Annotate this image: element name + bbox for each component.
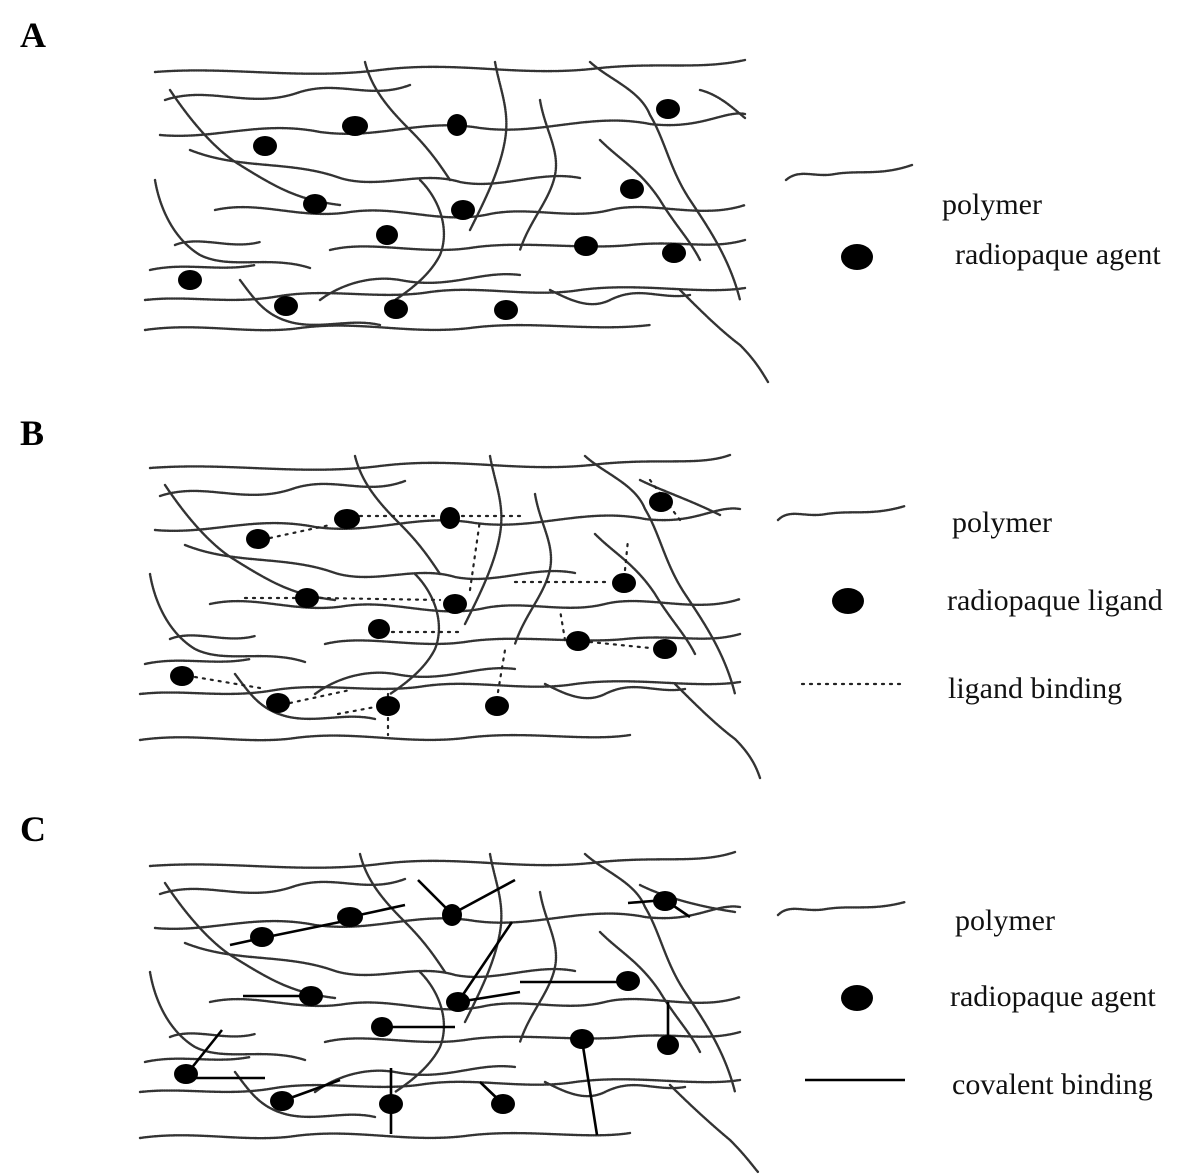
covalent-binding [582,1040,597,1135]
agent-dot [570,1029,594,1049]
legend-c-binding-label: covalent binding [952,1068,1153,1102]
agent-dot [299,986,323,1006]
ligand-dot [368,619,390,639]
agent-dot [371,1017,393,1037]
agent-dot [376,225,398,245]
legend-b-binding-label: ligand binding [948,672,1122,706]
ligand-dot [612,573,636,593]
ligand-dot [266,693,290,713]
ligand-dot [440,507,460,529]
panel-b-network [140,455,760,778]
ligand-binding [338,707,375,714]
legend-c-polymer-label: polymer [955,904,1055,938]
ligand-dot [653,639,677,659]
agent-dot [616,971,640,991]
ligand-dot [246,529,270,549]
agent-dot [653,891,677,911]
legend-b [778,506,905,684]
agent-dot [379,1094,403,1114]
agent-dot [662,243,686,263]
polymer-legend-line [778,902,905,915]
agent-dot [446,992,470,1012]
agent-dot [442,904,462,926]
ligand-binding [625,540,628,570]
agent-dot [342,116,368,136]
agent-dot [253,136,277,156]
agent-dot [250,927,274,947]
legend-b-polymer-label: polymer [952,506,1052,540]
agent-dot [657,1035,679,1055]
agent-dot [337,907,363,927]
legend-b-radiopaque-label: radiopaque ligand [947,584,1163,618]
polymer-legend-line [778,506,905,520]
polymer-legend-line [786,165,912,180]
agent-dot [174,1064,198,1084]
legend-a-radiopaque-label: radiopaque agent [955,238,1161,272]
agent-dot [303,194,327,214]
panel-a-network [145,60,768,382]
ligand-binding [195,677,260,688]
ligand-dot [485,696,509,716]
ligand-binding [290,690,350,703]
agent-dot [494,300,518,320]
agent-dot [491,1094,515,1114]
ligand-dot [295,588,319,608]
radiopaque-agent-legend-dot [841,244,873,270]
agent-dot [384,299,408,319]
ligand-dot [170,666,194,686]
ligand-dot [566,631,590,651]
ligand-bindings-b [195,480,680,735]
ligand-binding [320,598,440,600]
legend-c [778,902,905,1080]
agent-dot [656,99,680,119]
legend-a-polymer-label: polymer [942,188,1042,222]
covalent-binding [458,922,512,1002]
agent-dot [451,200,475,220]
agent-dot [274,296,298,316]
legend-c-radiopaque-label: radiopaque agent [950,980,1156,1014]
ligand-dot [649,492,673,512]
agent-dot [178,270,202,290]
panel-c-network [140,852,758,1172]
covalent-binding [452,880,515,914]
legend-a [786,165,912,270]
radiopaque-ligand-legend-dot [832,588,864,614]
ligand-binding [590,642,650,648]
radiopaque-agent-legend-dot [841,985,873,1011]
agent-dot [574,236,598,256]
agent-dot [447,114,467,136]
ligand-binding [560,610,565,640]
agent-dot [620,179,644,199]
ligand-dot [376,696,400,716]
ligand-dot [443,594,467,614]
agent-dot [270,1091,294,1111]
ligand-dot [334,509,360,529]
